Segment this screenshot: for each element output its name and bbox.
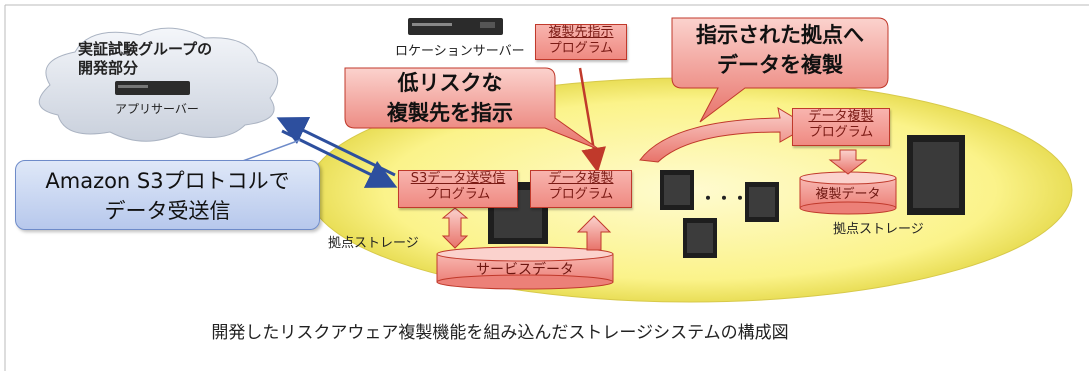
arrow-dest-to-replicate [578,67,606,173]
site-storage-right-label: 拠点ストレージ [833,222,924,237]
double-arrow [441,207,469,249]
replica-data-cylinder [799,171,897,215]
callout-low-risk-shape [344,67,601,151]
figure-caption: 開発したリスクアウェア複製機能を組み込んだストレージシステムの構成図 [211,323,789,343]
app-server-icon [115,81,190,95]
site-storage-left-label: 拠点ストレージ [328,236,419,251]
arrow-to-s3 [281,129,398,188]
service-data-label: サービスデータ [476,262,574,278]
location-server-icon [408,18,503,35]
replica-data-label: 複製データ [815,187,881,202]
storage-tower-right [907,135,965,215]
dest-program-box: 複製先指示プログラム [535,24,627,60]
callout-low-risk: 低リスクな複製先を指示 [387,71,513,125]
up-arrow [576,215,612,251]
down-arrow [828,149,868,175]
ellipsis: ・・・ [700,189,749,208]
storage-node [660,170,694,210]
s3-protocol-callout: Amazon S3プロトコルでデータ受送信 [15,160,320,230]
location-server-label: ロケーションサーバー [395,44,525,59]
app-server-label: アプリサーバー [115,102,199,116]
storage-node [683,218,717,258]
s3-program-box: S3データ送受信プログラム [398,170,518,208]
service-data-cylinder [436,246,614,290]
callout-replicate: 指示された拠点へデータを複製 [696,23,864,77]
storage-node [745,182,779,222]
replicate-program-right-box: データ複製プログラム [792,108,890,146]
cloud-label: 実証試験グループの開発部分 [78,40,213,77]
callout-replicate-shape [671,17,889,123]
replicate-program-left-box: データ複製プログラム [530,170,632,208]
